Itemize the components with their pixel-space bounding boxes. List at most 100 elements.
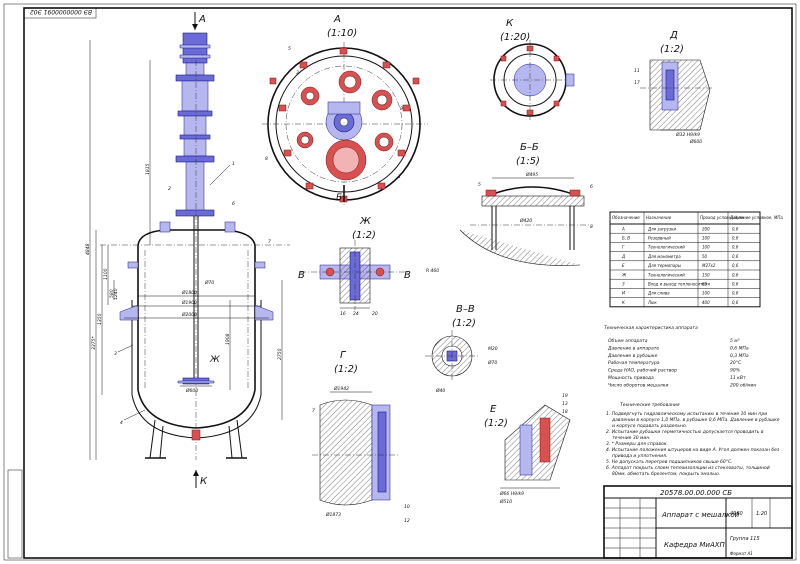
view-g: Г (1:2) Ø1942 Ø1873 7 10 12 (312, 350, 410, 524)
nozzle-cell-0-0: А (621, 226, 625, 231)
view-vv-scale: (1:2) (452, 318, 476, 329)
nozzle-cell-7-0: И (622, 291, 625, 296)
view-e-scale: (1:2) (484, 418, 508, 429)
nozzle-cell-5-0: Ж (621, 272, 627, 277)
inner-frame (23, 7, 793, 559)
tech-req-line-3-0: 4. Испытание положения штуцеров на виде … (606, 447, 780, 453)
mark-zh-vessel: Ж (209, 355, 220, 365)
leader-a-5: 5 (288, 46, 291, 52)
tech-req-line-3-1: привода и уплотнения. (612, 454, 667, 459)
nozzle-cell-3-0: Д (621, 254, 625, 259)
nozzle-cell-0-2: 200 (702, 226, 710, 231)
main-vessel-view: А (85, 12, 290, 488)
shaft-seal (185, 161, 205, 215)
tech-char-param-0: Объем аппарата (608, 338, 648, 344)
tech-char-param-6: Число оборотов мешалки (608, 382, 669, 388)
dim-vv-m20: M20 (488, 346, 498, 352)
nozzle-cell-6-0: З (622, 282, 625, 287)
dim-d70: Ø70 (204, 279, 214, 286)
view-a-scale: (1:10) (327, 28, 357, 39)
nozzle-cell-3-1: Для манометра (647, 254, 681, 259)
leader-bb-8: 8 (590, 224, 593, 230)
drive-stand (181, 80, 209, 112)
dim-d495: Ø495 (525, 171, 538, 178)
nozzle-cell-6-1: Вход и выход теплоносителя (648, 282, 710, 287)
tech-requirements: Технические требования 1. Подвергнуть ги… (606, 402, 780, 477)
nozzle-cell-2-1: Технологический (648, 245, 685, 250)
nozzle-cell-4-1: Для термопары (647, 263, 681, 268)
dim-vv-d40: Ø40 (435, 387, 445, 394)
dim-h1100: 1100 (103, 268, 109, 280)
leader-7: 7 (268, 239, 271, 245)
tech-char-value-2: 0,3 МПа (730, 353, 749, 359)
nozzle-cell-3-3: 0,6 (732, 254, 739, 259)
tech-req-line-5-0: 6. Аппарат покрыть слоем теплоизоляции и… (606, 465, 770, 471)
nozzle-cell-1-1: Резервный (648, 236, 671, 241)
nozzle-cell-4-3: 0,6 (732, 263, 739, 268)
dim-e-d66: Ø66 Н9/k9 (499, 490, 524, 497)
view-d-scale: (1:2) (660, 44, 684, 55)
tech-req-line-2-0: 3. * Размеры для справок. (606, 441, 668, 447)
leader-g-10: 10 (404, 504, 410, 510)
group-label: Группа 115 (730, 536, 760, 542)
department: Кафедра МиАХП (664, 541, 726, 549)
nozzle-header-1: Назначение (646, 215, 672, 220)
tech-char-param-3: Рабочая температура (608, 360, 660, 366)
dim-zh-16: 16 (340, 311, 346, 317)
nozzle-cell-5-2: 150 (702, 272, 710, 277)
nozzle-cell-5-1: Технологический (648, 272, 685, 277)
nozzle-cell-6-3: 0,6 (732, 282, 739, 287)
leader-g-7: 7 (312, 408, 315, 414)
nozzle-cell-2-2: 100 (702, 245, 710, 250)
tech-req-line-1-1: течение 30 мин. (612, 435, 651, 441)
nozzle-cell-6-2: 65 (702, 282, 708, 287)
leader-bb-6: 6 (590, 184, 593, 190)
nozzle-header-3: Давление условное, МПа (729, 215, 783, 220)
leader-e-18: 18 (562, 409, 568, 415)
view-d-title: Д (669, 30, 678, 41)
view-bb-title: Б–Б (520, 142, 539, 153)
view-zh-title: Ж (359, 216, 372, 227)
nozzle-cell-0-3: 0,6 (732, 226, 739, 231)
dim-d1942: Ø1942 (333, 385, 349, 392)
dim-d420: Ø420 (519, 217, 532, 224)
dim-h1240: 1240 (113, 288, 119, 300)
leader-6: 6 (232, 201, 235, 207)
nozzle-cell-1-3: 0,6 (732, 236, 739, 241)
leader-a-9: 9 (400, 106, 403, 112)
leader-e-19: 19 (562, 393, 568, 399)
leader-d-17: 17 (634, 80, 640, 86)
tech-char-param-1: Давление в аппарате (607, 345, 659, 351)
view-e-title: Е (490, 404, 497, 415)
dim-h1350: 1350 (97, 313, 103, 325)
tech-req-line-0-2: и корпусе подавать раздельно. (612, 424, 687, 429)
tech-req-line-0-1: давлении в корпусе 1,0 МПа, в рубашке 0,… (611, 417, 780, 423)
leader-2: 2 (168, 186, 171, 192)
leader-e-13: 13 (562, 401, 568, 407)
drawing-name: Аппарат с мешалкой (661, 511, 740, 519)
tech-req-line-1-0: 2. Испытание рубашки герметичностью допу… (606, 429, 764, 435)
view-zh: Ж (1:2) В В 16 24 20 (298, 216, 411, 317)
view-g-title: Г (340, 350, 347, 361)
dim-d1800: Ø1800 (181, 289, 197, 296)
tech-char-value-0: 5 м³ (730, 338, 740, 344)
scale-value: 1:20 (756, 511, 767, 517)
tech-char-value-3: 20°С (730, 360, 742, 366)
tech-char-param-5: Мощность привода (608, 375, 654, 381)
tech-char-title: Техническая характеристика аппарата (604, 325, 698, 331)
tech-char-value-5: 11 кВт (730, 375, 746, 381)
leader-4: 4 (120, 420, 123, 426)
view-vv-title: В–В (456, 304, 475, 315)
nozzle-header-0: Обозначение (612, 215, 640, 220)
nozzle-cell-4-0: Е (622, 263, 625, 268)
tech-req-title: Технические требования (620, 402, 680, 408)
nozzle-cell-2-3: 0,6 (732, 245, 739, 250)
nozzle-cell-5-3: 0,6 (732, 272, 739, 277)
dim-h1908: 1908 (225, 333, 231, 345)
nozzle-cell-3-2: 50 (702, 254, 708, 259)
dim-zh-20: 20 (372, 311, 378, 317)
dim-h3375: 3375* (91, 336, 97, 350)
tech-characteristics: Техническая характеристика аппарата Объе… (604, 325, 756, 388)
